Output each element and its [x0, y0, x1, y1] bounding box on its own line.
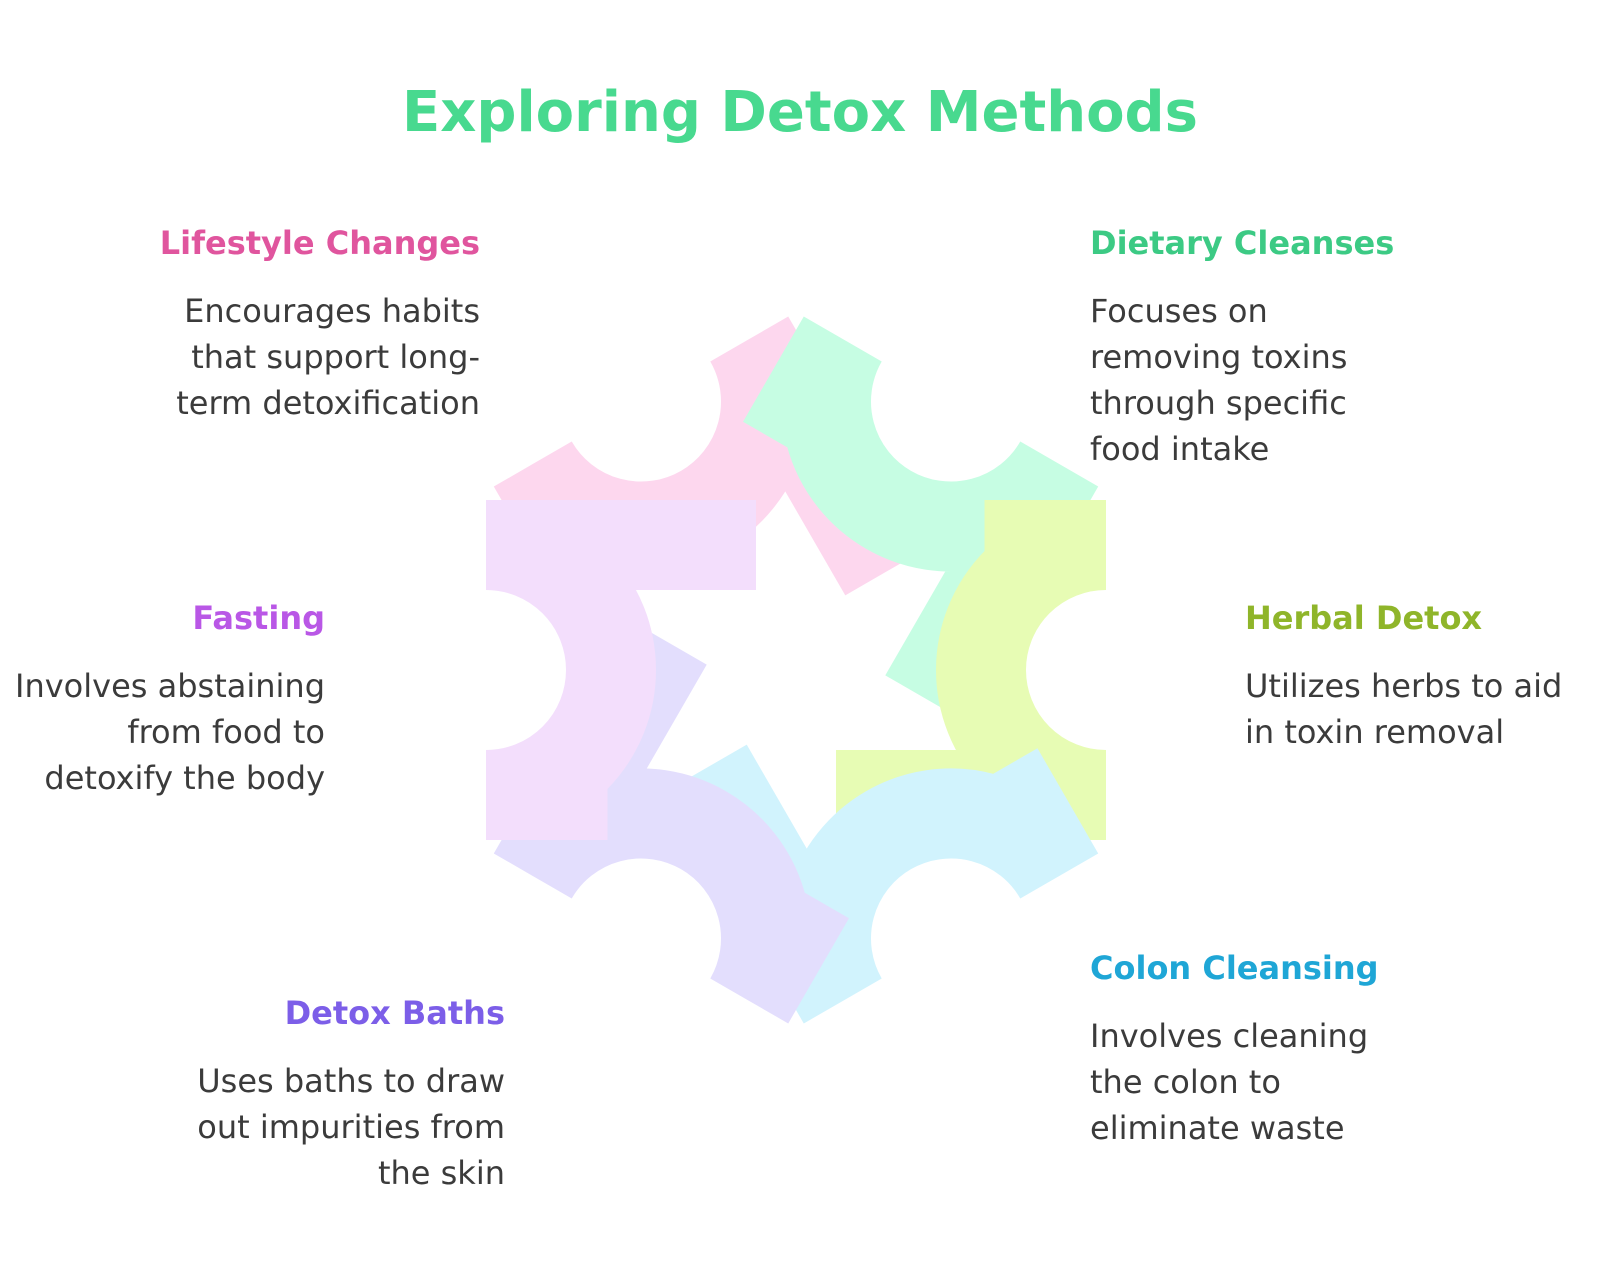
fasting-block: Fasting Involves abstaining from food to… [5, 595, 325, 801]
segment-herbal-detox [836, 500, 1108, 840]
dietary-cleanses-heading: Dietary Cleanses [1090, 224, 1395, 262]
herbal-detox-heading: Herbal Detox [1245, 599, 1483, 637]
segment-fasting [484, 500, 756, 840]
lifestyle-changes-block: Lifestyle Changes Encourages habits that… [120, 220, 480, 426]
colon-cleansing-heading: Colon Cleansing [1090, 949, 1379, 987]
diagram-title: Exploring Detox Methods [402, 80, 1198, 145]
detox-baths-heading: Detox Baths [284, 994, 505, 1032]
fasting-text: Involves abstaining from food to detoxif… [15, 667, 325, 797]
lifestyle-changes-heading: Lifestyle Changes [159, 224, 480, 262]
dietary-cleanses-block: Dietary Cleanses Focuses on removing tox… [1090, 220, 1410, 472]
detox-baths-text: Uses baths to draw out impurities from t… [197, 1062, 505, 1192]
herbal-detox-block: Herbal Detox Utilizes herbs to aid in to… [1245, 595, 1585, 755]
herbal-detox-text: Utilizes herbs to aid in toxin removal [1245, 667, 1563, 751]
lifestyle-changes-text: Encourages habits that support long-term… [176, 292, 480, 422]
colon-cleansing-block: Colon Cleansing Involves cleaning the co… [1090, 945, 1410, 1151]
detox-baths-block: Detox Baths Uses baths to draw out impur… [155, 990, 505, 1196]
fasting-heading: Fasting [192, 599, 325, 637]
dietary-cleanses-text: Focuses on removing toxins through speci… [1090, 292, 1348, 468]
colon-cleansing-text: Involves cleaning the colon to eliminate… [1090, 1017, 1369, 1147]
